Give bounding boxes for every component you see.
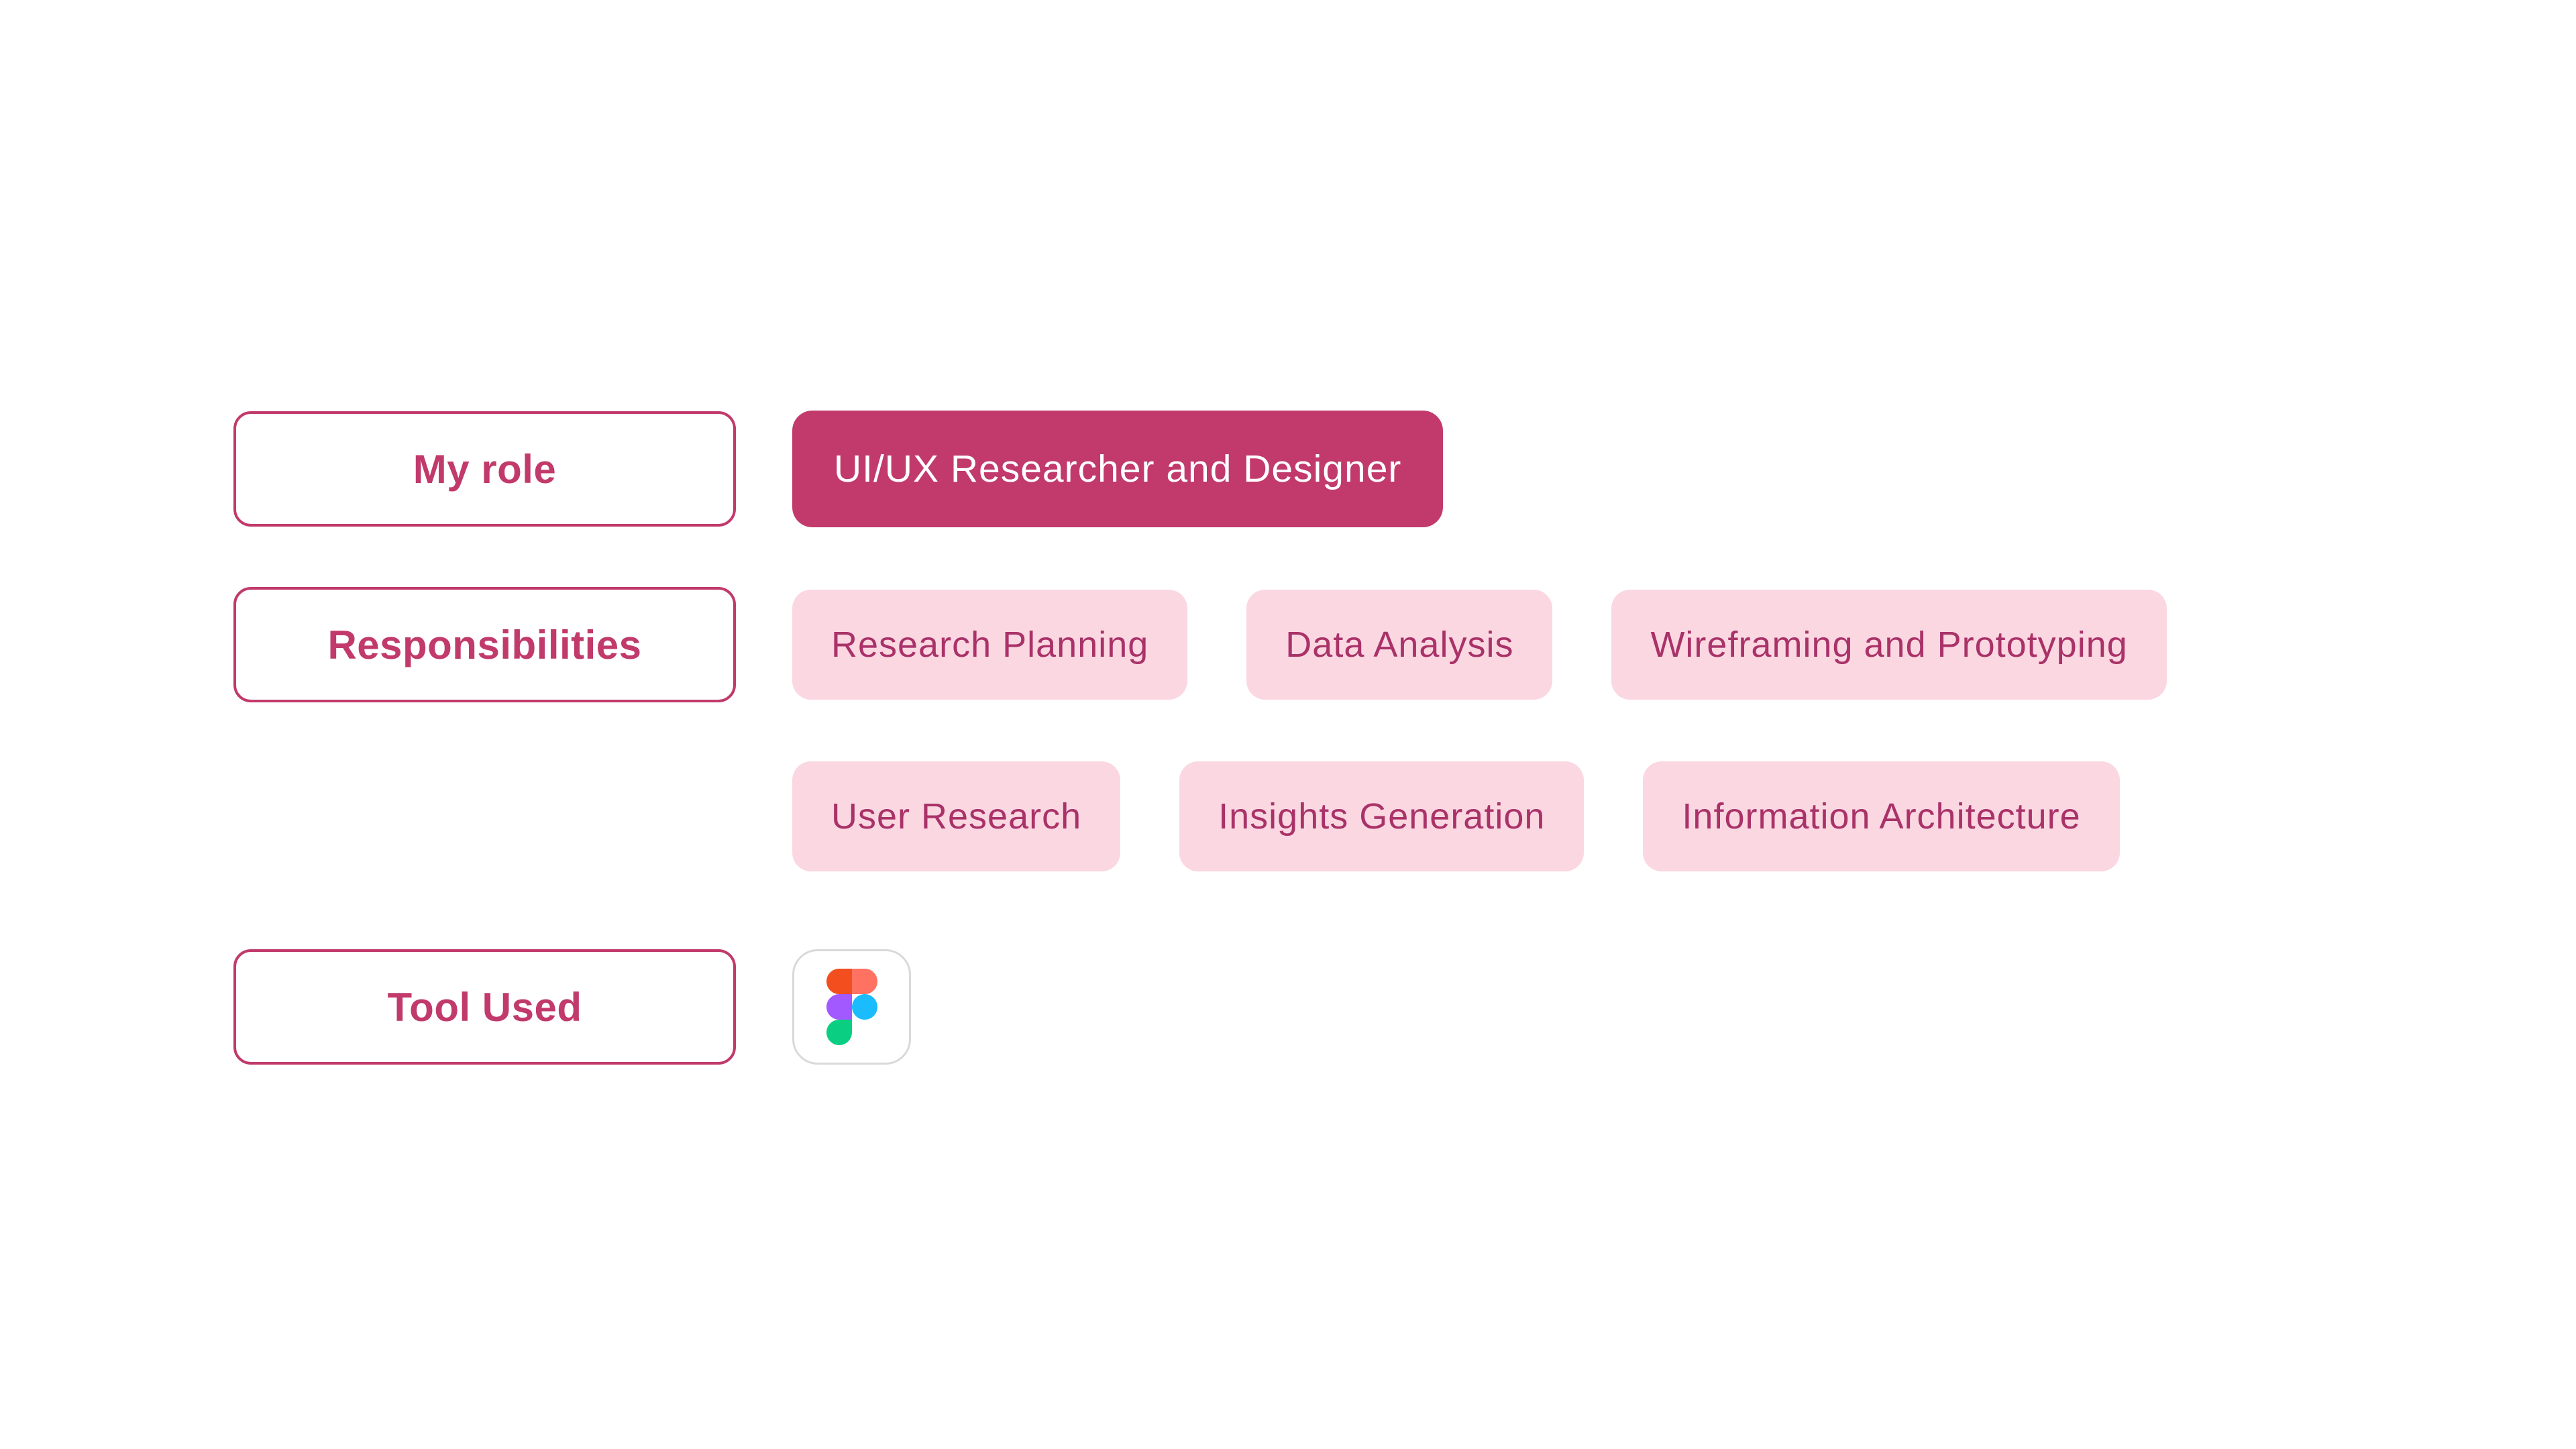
role-label: My role <box>413 446 557 492</box>
chip-label: Research Planning <box>831 625 1149 665</box>
tools-label-box: Tool Used <box>233 949 736 1065</box>
responsibility-chip: Wireframing and Prototyping <box>1611 590 2167 700</box>
responsibilities-row-2: User Research Insights Generation Inform… <box>233 761 2167 871</box>
responsibilities-chips-row2: User Research Insights Generation Inform… <box>792 761 2120 871</box>
responsibility-chip: Insights Generation <box>1179 761 1585 871</box>
chip-label: Information Architecture <box>1682 796 2081 837</box>
role-value-pill: UI/UX Researcher and Designer <box>792 411 1444 527</box>
label-spacer <box>233 761 736 871</box>
responsibility-chip: Research Planning <box>792 590 1188 700</box>
chip-label: User Research <box>831 796 1082 837</box>
chip-label: Wireframing and Prototyping <box>1650 625 2128 665</box>
chip-label: Data Analysis <box>1285 625 1514 665</box>
figma-logo-icon <box>826 969 877 1045</box>
chip-label: Insights Generation <box>1218 796 1546 837</box>
responsibilities-row: Responsibilities Research Planning Data … <box>233 587 2167 702</box>
responsibilities-label: Responsibilities <box>327 622 642 667</box>
responsibilities-label-box: Responsibilities <box>233 587 736 702</box>
responsibility-chip: Data Analysis <box>1246 590 1553 700</box>
responsibility-chip: User Research <box>792 761 1121 871</box>
role-summary-section: My role UI/UX Researcher and Designer Re… <box>233 411 2167 1065</box>
tools-row: Tool Used <box>233 949 2167 1065</box>
responsibility-chip: Information Architecture <box>1643 761 2120 871</box>
figma-tool-card <box>792 949 911 1065</box>
role-label-box: My role <box>233 411 736 527</box>
responsibilities-chips-row1: Research Planning Data Analysis Wirefram… <box>792 590 2167 700</box>
role-value: UI/UX Researcher and Designer <box>834 447 1402 490</box>
tools-label: Tool Used <box>387 984 582 1030</box>
role-row: My role UI/UX Researcher and Designer <box>233 411 2167 527</box>
